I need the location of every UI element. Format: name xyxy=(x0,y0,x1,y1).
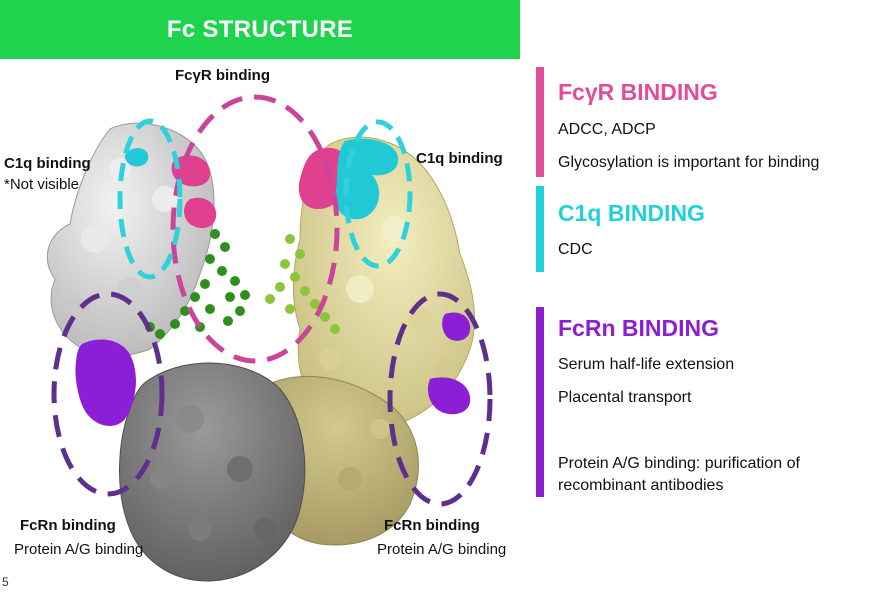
fcrn-binding-outline-right xyxy=(387,291,493,507)
fc-structure-figure: FcγR binding C1q binding *Not visible C1… xyxy=(0,59,545,592)
c1q-binding-outline-right xyxy=(343,119,413,269)
fcgr-binding-outline xyxy=(170,94,340,364)
fc-structure-render xyxy=(46,94,493,582)
fcrn-binding-outline-left xyxy=(51,291,165,497)
c1q-binding-label-right: C1q binding xyxy=(416,150,503,167)
protein-ag-binding-label-right: Protein A/G binding xyxy=(377,541,507,558)
legend-c1q-heading: C1q BINDING xyxy=(558,200,705,226)
legend-fcgr-line: Glycosylation is important for binding xyxy=(558,154,820,171)
legend-c1q-bar xyxy=(536,186,544,272)
legend-fcgr-heading: FcγR BINDING xyxy=(558,79,718,105)
fcrn-patches xyxy=(75,312,471,426)
slide-title: Fc STRUCTURE xyxy=(166,15,354,43)
fcgr-binding-label: FcγR binding xyxy=(175,67,270,84)
fcrn-binding-label-right: FcRn binding xyxy=(384,517,480,534)
glycan-chain-b xyxy=(265,234,340,334)
legend-fcrn-line: Protein A/G binding: purification of xyxy=(558,455,800,472)
protein-ag-binding-label-left: Protein A/G binding xyxy=(14,541,144,558)
legend-fcgr-bar xyxy=(536,67,544,177)
c1q-binding-label-left: C1q binding xyxy=(4,155,91,172)
fcrn-binding-label-left: FcRn binding xyxy=(20,517,116,534)
legend-fcrn-line: recombinant antibodies xyxy=(558,477,724,494)
title-bar: Fc STRUCTURE xyxy=(0,0,520,59)
legend-fcrn-bar xyxy=(536,307,544,497)
glycan-chain-a xyxy=(145,229,250,339)
legend-fcrn-line: Placental transport xyxy=(558,389,692,406)
legend-fcgr-line: ADCC, ADCP xyxy=(558,121,656,138)
slide-number: 5 xyxy=(2,575,9,589)
c1q-binding-outline-left xyxy=(117,118,183,280)
chain-a-ch3 xyxy=(119,362,306,582)
c1q-not-visible-note: *Not visible xyxy=(4,176,80,193)
legend-c1q-line: CDC xyxy=(558,241,593,258)
legend-fcrn-heading: FcRn BINDING xyxy=(558,315,719,341)
legend-fcrn-line: Serum half-life extension xyxy=(558,356,735,373)
